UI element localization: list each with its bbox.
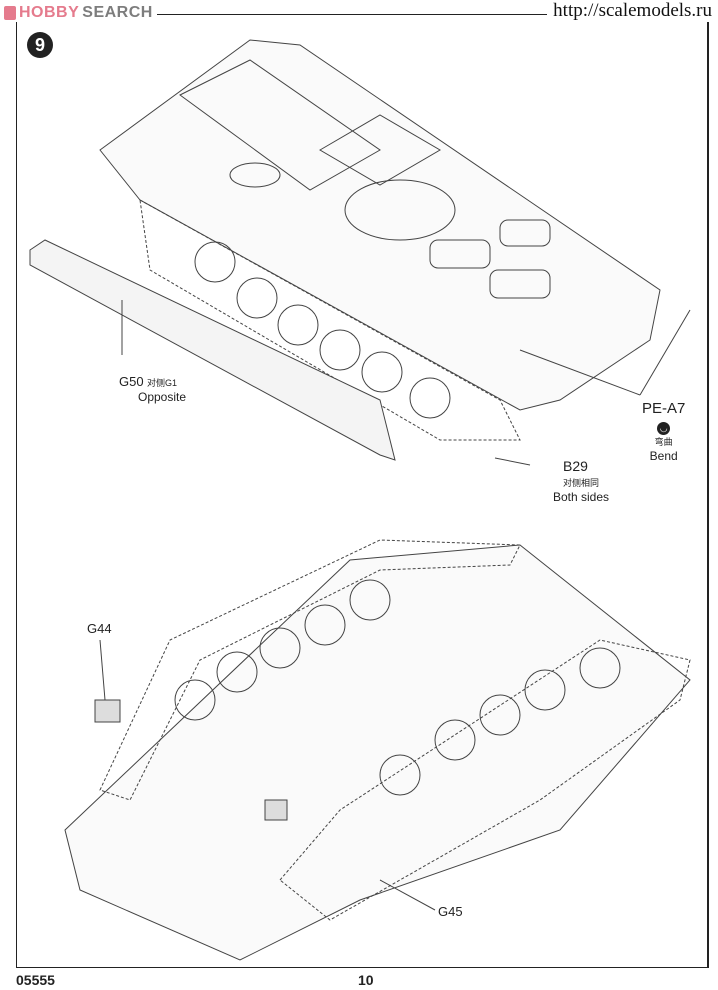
page-frame: [16, 14, 709, 968]
callout-g45: G45: [438, 904, 463, 919]
step-number: 9: [27, 32, 53, 58]
part-note-cn: 弯曲: [654, 437, 673, 447]
part-label: G50: [119, 374, 144, 389]
part-g44: [94, 699, 121, 723]
bend-icon: ◡: [657, 422, 671, 435]
part-note-cn: 对侧G1: [146, 378, 177, 388]
upper-hull-drawing: [99, 39, 661, 411]
part-note-en: Both sides: [553, 490, 610, 504]
lower-track-left: [99, 539, 521, 801]
part-note-en: Bend: [649, 449, 678, 463]
callout-pe-a7: PE-A7 ◡ 弯曲 Bend: [642, 400, 686, 463]
callout-b29: B29 对侧相同 Both sides: [553, 459, 609, 504]
lower-hull-drawing: [64, 544, 691, 961]
upper-track-drawing: [139, 199, 521, 441]
page-number: 10: [358, 972, 374, 988]
side-skirt-g50: [29, 239, 396, 461]
road-wheels-upper: [194, 241, 451, 419]
watermark-brand-search: SEARCH: [82, 4, 153, 21]
hobby-search-watermark: HOBBY SEARCH: [4, 4, 157, 22]
part-g44-b: [264, 799, 288, 821]
watermark-brand-hobby: HOBBY: [19, 4, 80, 21]
callout-g50: G50 对侧G1 Opposite: [110, 374, 187, 405]
part-label: PE-A7: [642, 400, 686, 417]
callout-g44: G44: [87, 621, 112, 636]
part-note-cn: 对侧相同: [563, 478, 600, 488]
lower-track-right: [279, 639, 691, 921]
road-wheels-lower: [174, 579, 621, 796]
scalemodels-watermark: http://scalemodels.ru: [547, 0, 718, 22]
kit-number: 05555: [16, 972, 55, 988]
part-note-en: Opposite: [138, 390, 187, 404]
part-label: B29: [563, 458, 588, 474]
hobby-search-logo-icon: [4, 6, 16, 20]
